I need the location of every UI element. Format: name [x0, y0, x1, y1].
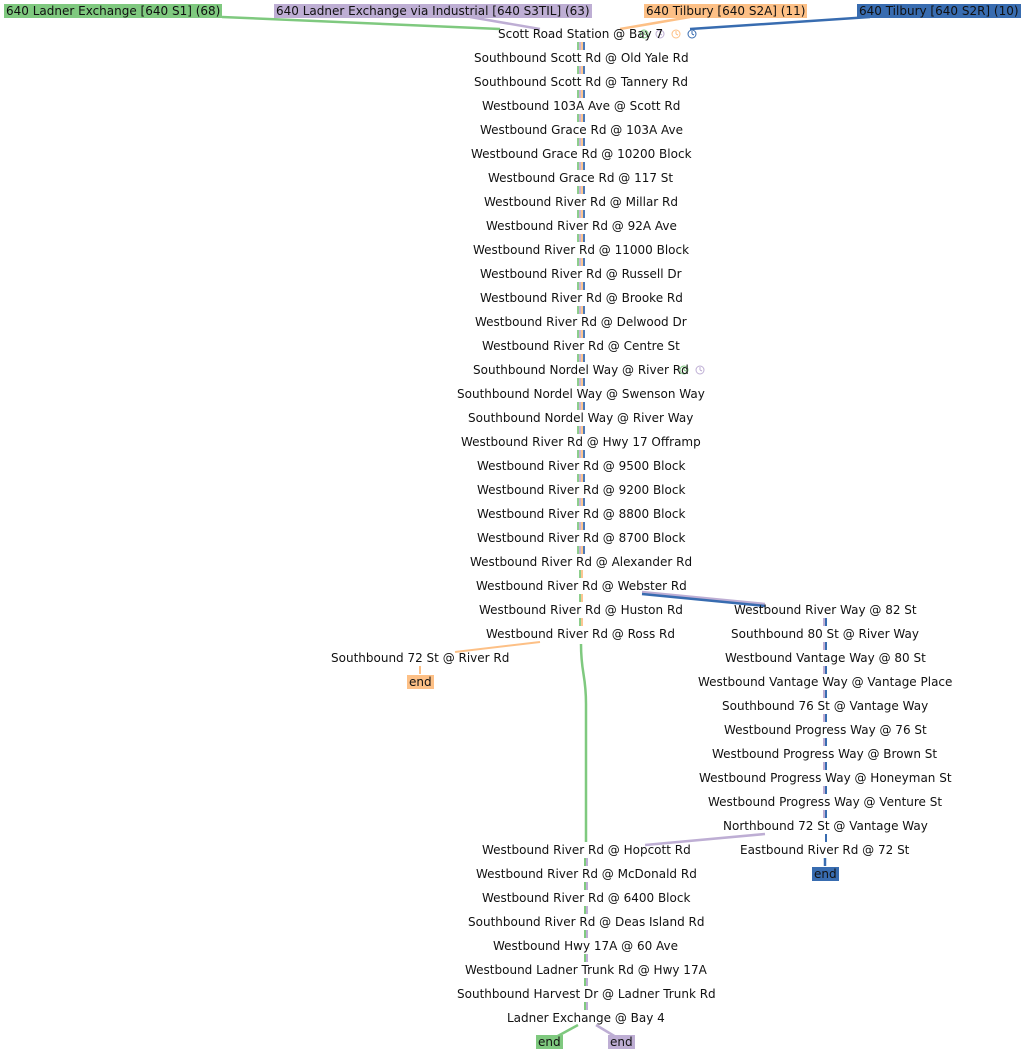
stop-label: Westbound River Rd @ 8800 Block	[477, 507, 686, 521]
stop-label: Westbound Progress Way @ Venture St	[708, 795, 943, 809]
stop-label: Southbound Nordel Way @ River Rd	[473, 363, 689, 377]
stop-label: Westbound Vantage Way @ Vantage Place	[698, 675, 953, 689]
stop-label: Westbound River Rd @ 9500 Block	[477, 459, 686, 473]
stop-label: Westbound Ladner Trunk Rd @ Hwy 17A	[465, 963, 707, 977]
stop-label: Westbound River Rd @ Delwood Dr	[475, 315, 687, 329]
stop-label: Northbound 72 St @ Vantage Way	[723, 819, 928, 833]
stop-label: Scott Road Station @ Bay 7	[498, 27, 664, 41]
clock-icon	[695, 365, 705, 375]
stop-label: Southbound Scott Rd @ Old Yale Rd	[474, 51, 689, 65]
clock-icon	[679, 365, 689, 375]
stop-label: Westbound Grace Rd @ 117 St	[488, 171, 674, 185]
stop-label: Westbound River Rd @ 9200 Block	[477, 483, 686, 497]
stop-label: Southbound 76 St @ Vantage Way	[722, 699, 929, 713]
route-label-s2a: 640 Tilbury [640 S2A] (11)	[644, 4, 808, 18]
branch-s2a	[454, 641, 541, 653]
clock-icon	[655, 29, 665, 39]
stop-label: Southbound 80 St @ River Way	[731, 627, 919, 641]
stop-label: Westbound River Rd @ 6400 Block	[482, 891, 691, 905]
stop-label: Westbound Progress Way @ 76 St	[724, 723, 927, 737]
end-tag-s1: end	[536, 1035, 563, 1049]
stop-label: Westbound River Way @ 82 St	[734, 603, 917, 617]
stop-label: Westbound River Rd @ 8700 Block	[477, 531, 686, 545]
end-tag-s3til: end	[608, 1035, 635, 1049]
stop-label: Southbound Nordel Way @ Swenson Way	[457, 387, 705, 401]
stop-label: Westbound Hwy 17A @ 60 Ave	[493, 939, 679, 953]
stop-label: Westbound River Rd @ 92A Ave	[486, 219, 677, 233]
route-label-s3til: 640 Ladner Exchange via Industrial [640 …	[274, 4, 592, 18]
end-tag-s2a: end	[407, 675, 434, 689]
stop-label: Westbound River Rd @ Brooke Rd	[480, 291, 683, 305]
stop-label: Westbound Grace Rd @ 10200 Block	[471, 147, 692, 161]
stop-label: Westbound River Rd @ Huston Rd	[479, 603, 683, 617]
stop-label: Ladner Exchange @ Bay 4	[507, 1011, 665, 1025]
connector-s1	[221, 15, 501, 31]
stop-label: Westbound Progress Way @ Brown St	[712, 747, 938, 761]
clock-icon	[687, 29, 697, 39]
stop-label: Westbound Vantage Way @ 80 St	[725, 651, 926, 665]
stop-label: Southbound Harvest Dr @ Ladner Trunk Rd	[457, 987, 716, 1001]
connector-s3til	[469, 15, 541, 31]
connector-s2r	[689, 15, 871, 31]
clock-icon	[639, 29, 649, 39]
stop-label: Westbound River Rd @ Webster Rd	[476, 579, 687, 593]
stop-label: Southbound Scott Rd @ Tannery Rd	[474, 75, 688, 89]
stop-label: Westbound River Rd @ Centre St	[482, 339, 680, 353]
stop-label: Westbound River Rd @ Hwy 17 Offramp	[461, 435, 701, 449]
stop-label: Westbound River Rd @ McDonald Rd	[476, 867, 697, 881]
stop-label: Westbound River Rd @ Ross Rd	[486, 627, 676, 641]
stop-label: Westbound River Rd @ Hopcott Rd	[482, 843, 691, 857]
route-label-s2r: 640 Tilbury [640 S2R] (10)	[857, 4, 1021, 18]
branch-s3til	[641, 590, 766, 606]
stop-label: Westbound River Rd @ Russell Dr	[480, 267, 682, 281]
stop-label: Eastbound River Rd @ 72 St	[740, 843, 910, 857]
branch-s3til	[644, 832, 766, 847]
stop-label: Westbound River Rd @ 11000 Block	[473, 243, 690, 257]
stop-label: Southbound 72 St @ River Rd	[331, 651, 510, 665]
end-tag-s2r: end	[812, 867, 839, 881]
clock-icon	[671, 29, 681, 39]
route-label-s1: 640 Ladner Exchange [640 S1] (68)	[4, 4, 223, 18]
stop-label: Westbound 103A Ave @ Scott Rd	[482, 99, 681, 113]
stop-label: Westbound Grace Rd @ 103A Ave	[480, 123, 683, 137]
connector-s2a	[619, 15, 691, 31]
stop-label: Westbound River Rd @ Millar Rd	[484, 195, 679, 209]
branch-s2r	[641, 592, 766, 608]
stop-label: Southbound River Rd @ Deas Island Rd	[468, 915, 705, 929]
branch-s1	[579, 643, 588, 842]
stop-label: Southbound Nordel Way @ River Way	[468, 411, 694, 425]
stop-label: Westbound Progress Way @ Honeyman St	[699, 771, 952, 785]
stop-label: Westbound River Rd @ Alexander Rd	[470, 555, 693, 569]
